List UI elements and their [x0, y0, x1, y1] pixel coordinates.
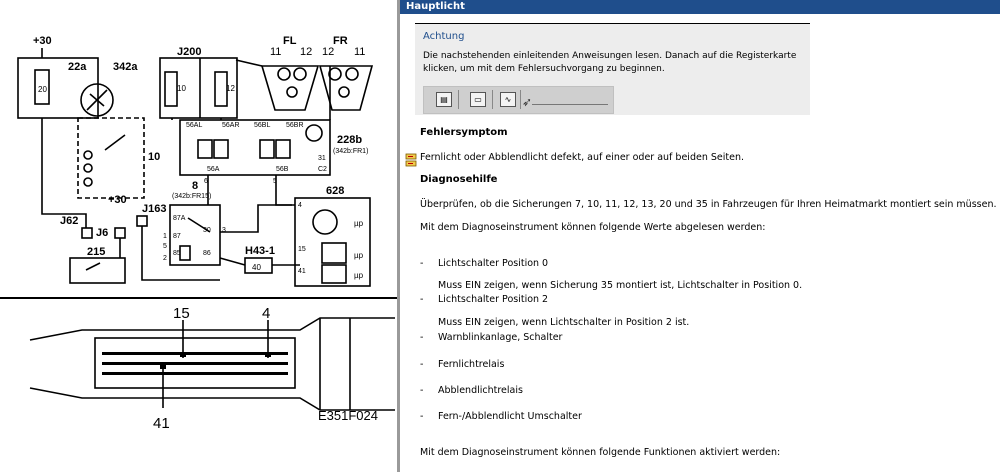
label-plus30-mid: +30	[108, 194, 127, 206]
label-87: 87	[173, 233, 181, 240]
label-mup3: µp	[354, 271, 364, 280]
label-fr-12: 12	[322, 46, 334, 58]
label-228b: 228b	[337, 134, 362, 146]
label-fl: FL	[283, 35, 297, 47]
label-5: 5	[273, 178, 277, 185]
label-3: 3	[222, 227, 226, 234]
tab-window-button[interactable]: ▭	[470, 92, 486, 107]
warning-box: Achtung Die nachstehenden einleitenden A…	[415, 23, 810, 115]
label-228b-ref: (342b:FR1)	[333, 148, 368, 155]
label-fr-11: 11	[354, 46, 365, 58]
label-pin15: 15	[298, 246, 306, 253]
label-56a: 56A	[207, 166, 220, 173]
label-56br: 56BR	[286, 122, 304, 129]
label-85: 85	[173, 250, 181, 257]
tab-toolbar: ▤ ▭ ∿ ➶	[423, 86, 614, 114]
list-item: -Fernlichtrelais	[420, 359, 505, 370]
functions-intro: Mit dem Diagnoseinstrument können folgen…	[420, 447, 781, 458]
label-2: 2	[163, 255, 167, 262]
label-conn-4: 4	[262, 305, 270, 322]
label-56al: 56AL	[186, 122, 202, 129]
label-plus30-top: +30	[33, 35, 52, 47]
label-j6: J6	[96, 227, 108, 239]
label-56bl: 56BL	[254, 122, 270, 129]
label-j200: J200	[177, 46, 201, 58]
graph-icon: ∿	[504, 95, 512, 104]
wiring-diagram: +30 22a 342a 20 J200 10 12 FL FR 11 12 1…	[0, 35, 397, 432]
pane-divider[interactable]	[397, 0, 400, 472]
mouse-cursor-icon: ➶	[522, 95, 533, 109]
diagram-code: E351F024	[318, 408, 378, 423]
label-215: 215	[87, 246, 105, 258]
label-30: 30	[203, 227, 211, 234]
heading-symptom: Fehlersymptom	[420, 127, 508, 138]
list-item: -Lichtschalter Position 0	[420, 258, 549, 269]
label-pin4: 4	[298, 202, 302, 209]
label-10: 10	[148, 151, 160, 163]
tab-graph-button[interactable]: ∿	[500, 92, 516, 107]
list-item: -Abblendlichtrelais	[420, 385, 523, 396]
label-fuse10: 10	[177, 84, 186, 93]
list-item: -Fern-/Abblendlicht Umschalter	[420, 411, 582, 422]
label-8-ref: (342b:FR15)	[172, 193, 211, 200]
label-fl-11: 11	[270, 46, 281, 58]
label-c2: C2	[318, 166, 327, 173]
label-pin41: 41	[298, 268, 306, 275]
toolbar-separator	[492, 90, 493, 109]
list-item-note: Muss EIN zeigen, wenn Lichtschalter in P…	[438, 317, 690, 328]
list-item-note: Muss EIN zeigen, wenn Sicherung 35 monti…	[438, 280, 803, 291]
label-342a: 342a	[113, 61, 138, 73]
label-56b: 56B	[276, 166, 289, 173]
toolbar-separator	[458, 90, 459, 109]
label-5b: 5	[163, 243, 167, 250]
label-j163: J163	[142, 203, 166, 215]
tab-intro-button[interactable]: ▤	[436, 92, 452, 107]
list-item: -Warnblinkanlage, Schalter	[420, 332, 563, 343]
label-8: 8	[192, 180, 198, 192]
label-628: 628	[326, 185, 344, 197]
heading-help: Diagnosehilfe	[420, 174, 498, 185]
label-1: 1	[163, 233, 167, 240]
label-31: 31	[318, 155, 326, 162]
list-item: -Lichtschalter Position 2	[420, 294, 549, 305]
label-fuse20: 20	[38, 85, 47, 94]
panel-title: Hauptlicht	[400, 0, 1000, 14]
toolbar-baseline	[532, 104, 608, 105]
label-40: 40	[252, 263, 261, 272]
label-fl-12: 12	[300, 46, 312, 58]
label-fuse12: 12	[226, 84, 235, 93]
label-h43: H43-1	[245, 245, 275, 257]
label-mup2: µp	[354, 251, 364, 260]
label-6: 6	[204, 178, 208, 185]
label-22a: 22a	[68, 61, 87, 73]
toolbar-separator	[520, 90, 521, 109]
warning-text: Die nachstehenden einleitenden Anweisung…	[423, 51, 797, 74]
label-86: 86	[203, 250, 211, 257]
wiring-diagram-panel: +30 22a 342a 20 J200 10 12 FL FR 11 12 1…	[0, 0, 397, 472]
warning-title: Achtung	[423, 31, 465, 42]
help-text: Überprüfen, ob die Sicherungen 7, 10, 11…	[420, 199, 997, 210]
label-conn-41: 41	[153, 415, 170, 432]
label-j62: J62	[60, 215, 78, 227]
label-87a: 87A	[173, 215, 186, 222]
label-fr: FR	[333, 35, 348, 47]
label-56ar: 56AR	[222, 122, 240, 129]
values-intro: Mit dem Diagnoseinstrument können folgen…	[420, 222, 766, 233]
window-icon: ▭	[474, 95, 482, 104]
label-conn-15: 15	[173, 305, 190, 322]
document-icon: ▤	[440, 95, 448, 104]
info-panel: Hauptlicht Achtung Die nachstehenden ein…	[400, 0, 1000, 472]
label-mup1: µp	[354, 219, 364, 228]
symptom-text: Fernlicht oder Abblendlicht defekt, auf …	[420, 152, 744, 163]
navigation-arrow-icon[interactable]	[405, 153, 417, 167]
